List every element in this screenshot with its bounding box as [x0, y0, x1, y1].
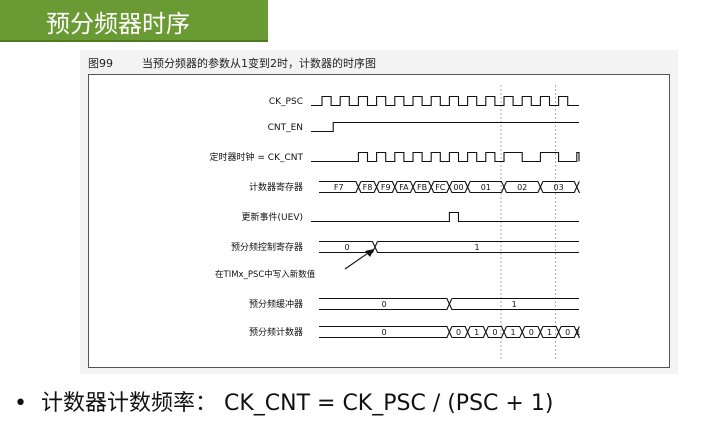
prescaler-counter-value: 1: [511, 328, 516, 337]
prescaler-counter-segment: [521, 325, 542, 339]
annotation-arrowhead: [365, 249, 374, 257]
prescaler-counter-value: 1: [575, 328, 580, 337]
prescaler-counter-segment: [503, 325, 523, 339]
ck-cnt-waveform: [311, 151, 580, 163]
prescaler-control-register-value: 1: [474, 243, 479, 252]
prescaler-counter-value: 1: [474, 328, 479, 337]
bullet-dot-icon: •: [14, 391, 27, 416]
prescaler-control-register-segment: [374, 240, 579, 254]
signal-label-psc_cnt: 预分频计数器: [249, 326, 303, 338]
signal-label-counter_reg: 计数器寄存器: [249, 181, 303, 193]
prescaler-counter-value: 1: [547, 328, 552, 337]
prescaler-buffer-value: 0: [382, 300, 387, 309]
counter-register-value: 02: [517, 183, 527, 192]
prescaler-counter-value: 0: [456, 328, 461, 337]
counter-register-segment: [430, 180, 451, 194]
prescaler-buffer-segment: [448, 297, 579, 311]
bullet-item: • 计数器计数频率： CK_CNT = CK_PSC / (PSC + 1): [14, 385, 553, 417]
prescaler-counter-segment: [466, 325, 487, 339]
bullet-text: 计数器计数频率： CK_CNT = CK_PSC / (PSC + 1): [40, 391, 554, 416]
slide-title-bar: 预分频器时序: [0, 0, 268, 42]
counter-register-value: 00: [453, 183, 463, 192]
figure-caption: 当预分频器的参数从1变到2时，计数器的时序图: [142, 57, 376, 70]
annotation-arrow-line: [344, 250, 372, 270]
counter-register-value: F7: [334, 183, 344, 192]
annotation-label: 在TIMx_PSC中写入新数值: [215, 269, 316, 280]
prescaler-counter-value: 0: [382, 328, 387, 337]
counter-register-value: 01: [481, 183, 491, 192]
prescaler-counter-segment: [576, 325, 581, 339]
signal-label-cnt_en: CNT_EN: [268, 123, 303, 133]
uev-waveform: [311, 211, 579, 223]
signal-label-ck_cnt: 定时器时钟 = CK_CNT: [210, 151, 304, 163]
timing-figure: 图99 当预分频器的参数从1变到2时，计数器的时序图 CK_PSC CNT_EN 定…: [80, 50, 678, 374]
counter-register-segment: [375, 180, 396, 194]
prescaler-counter-segment: [539, 325, 560, 339]
counter-register-value: FA: [399, 183, 409, 192]
prescaler-buffer-value: 1: [512, 300, 517, 309]
counter-register-segment: [503, 180, 542, 194]
counter-register-segment: [448, 180, 469, 194]
signal-label-psc_ctrl: 预分频控制寄存器: [231, 241, 303, 253]
signal-label-psc_buf: 预分频缓冲器: [249, 298, 303, 310]
figure-number: 图99: [88, 57, 113, 70]
prescaler-counter-segment: [557, 325, 578, 339]
signal-label-uev: 更新事件(UEV): [242, 211, 303, 223]
counter-register-segment: [357, 180, 378, 194]
counter-register-segment: [412, 180, 432, 194]
counter-register-segment: [576, 180, 581, 194]
signal-label-ck_psc: CK_PSC: [269, 97, 303, 107]
timing-diagram-svg: CK_PSC CNT_EN 定时器时钟 = CK_CNT 计数器寄存器更新事件(UEV…: [210, 85, 581, 360]
cnt-en-waveform: [311, 121, 579, 133]
prescaler-counter-value: 0: [565, 328, 570, 337]
counter-register-value: 03: [554, 183, 564, 192]
prescaler-counter-value: 0: [529, 328, 534, 337]
ck-psc-waveform: [311, 95, 579, 107]
counter-register-value: FB: [417, 183, 427, 192]
prescaler-counter-value: 0: [492, 328, 497, 337]
counter-register-value: F9: [381, 183, 391, 192]
prescaler-counter-segment: [448, 325, 469, 339]
prescaler-counter-segment: [485, 325, 505, 339]
prescaler-control-register-value: 0: [344, 243, 349, 252]
counter-register-value: F8: [363, 183, 373, 192]
counter-register-segment: [394, 180, 414, 194]
counter-register-segment: [466, 180, 505, 194]
timing-diagram: CK_PSC CNT_EN 定时器时钟 = CK_CNT 计数器寄存器更新事件(UEV…: [88, 74, 670, 368]
slide-title: 预分频器时序: [46, 10, 190, 38]
counter-register-value: FC: [435, 183, 446, 192]
counter-register-segment: [539, 180, 578, 194]
